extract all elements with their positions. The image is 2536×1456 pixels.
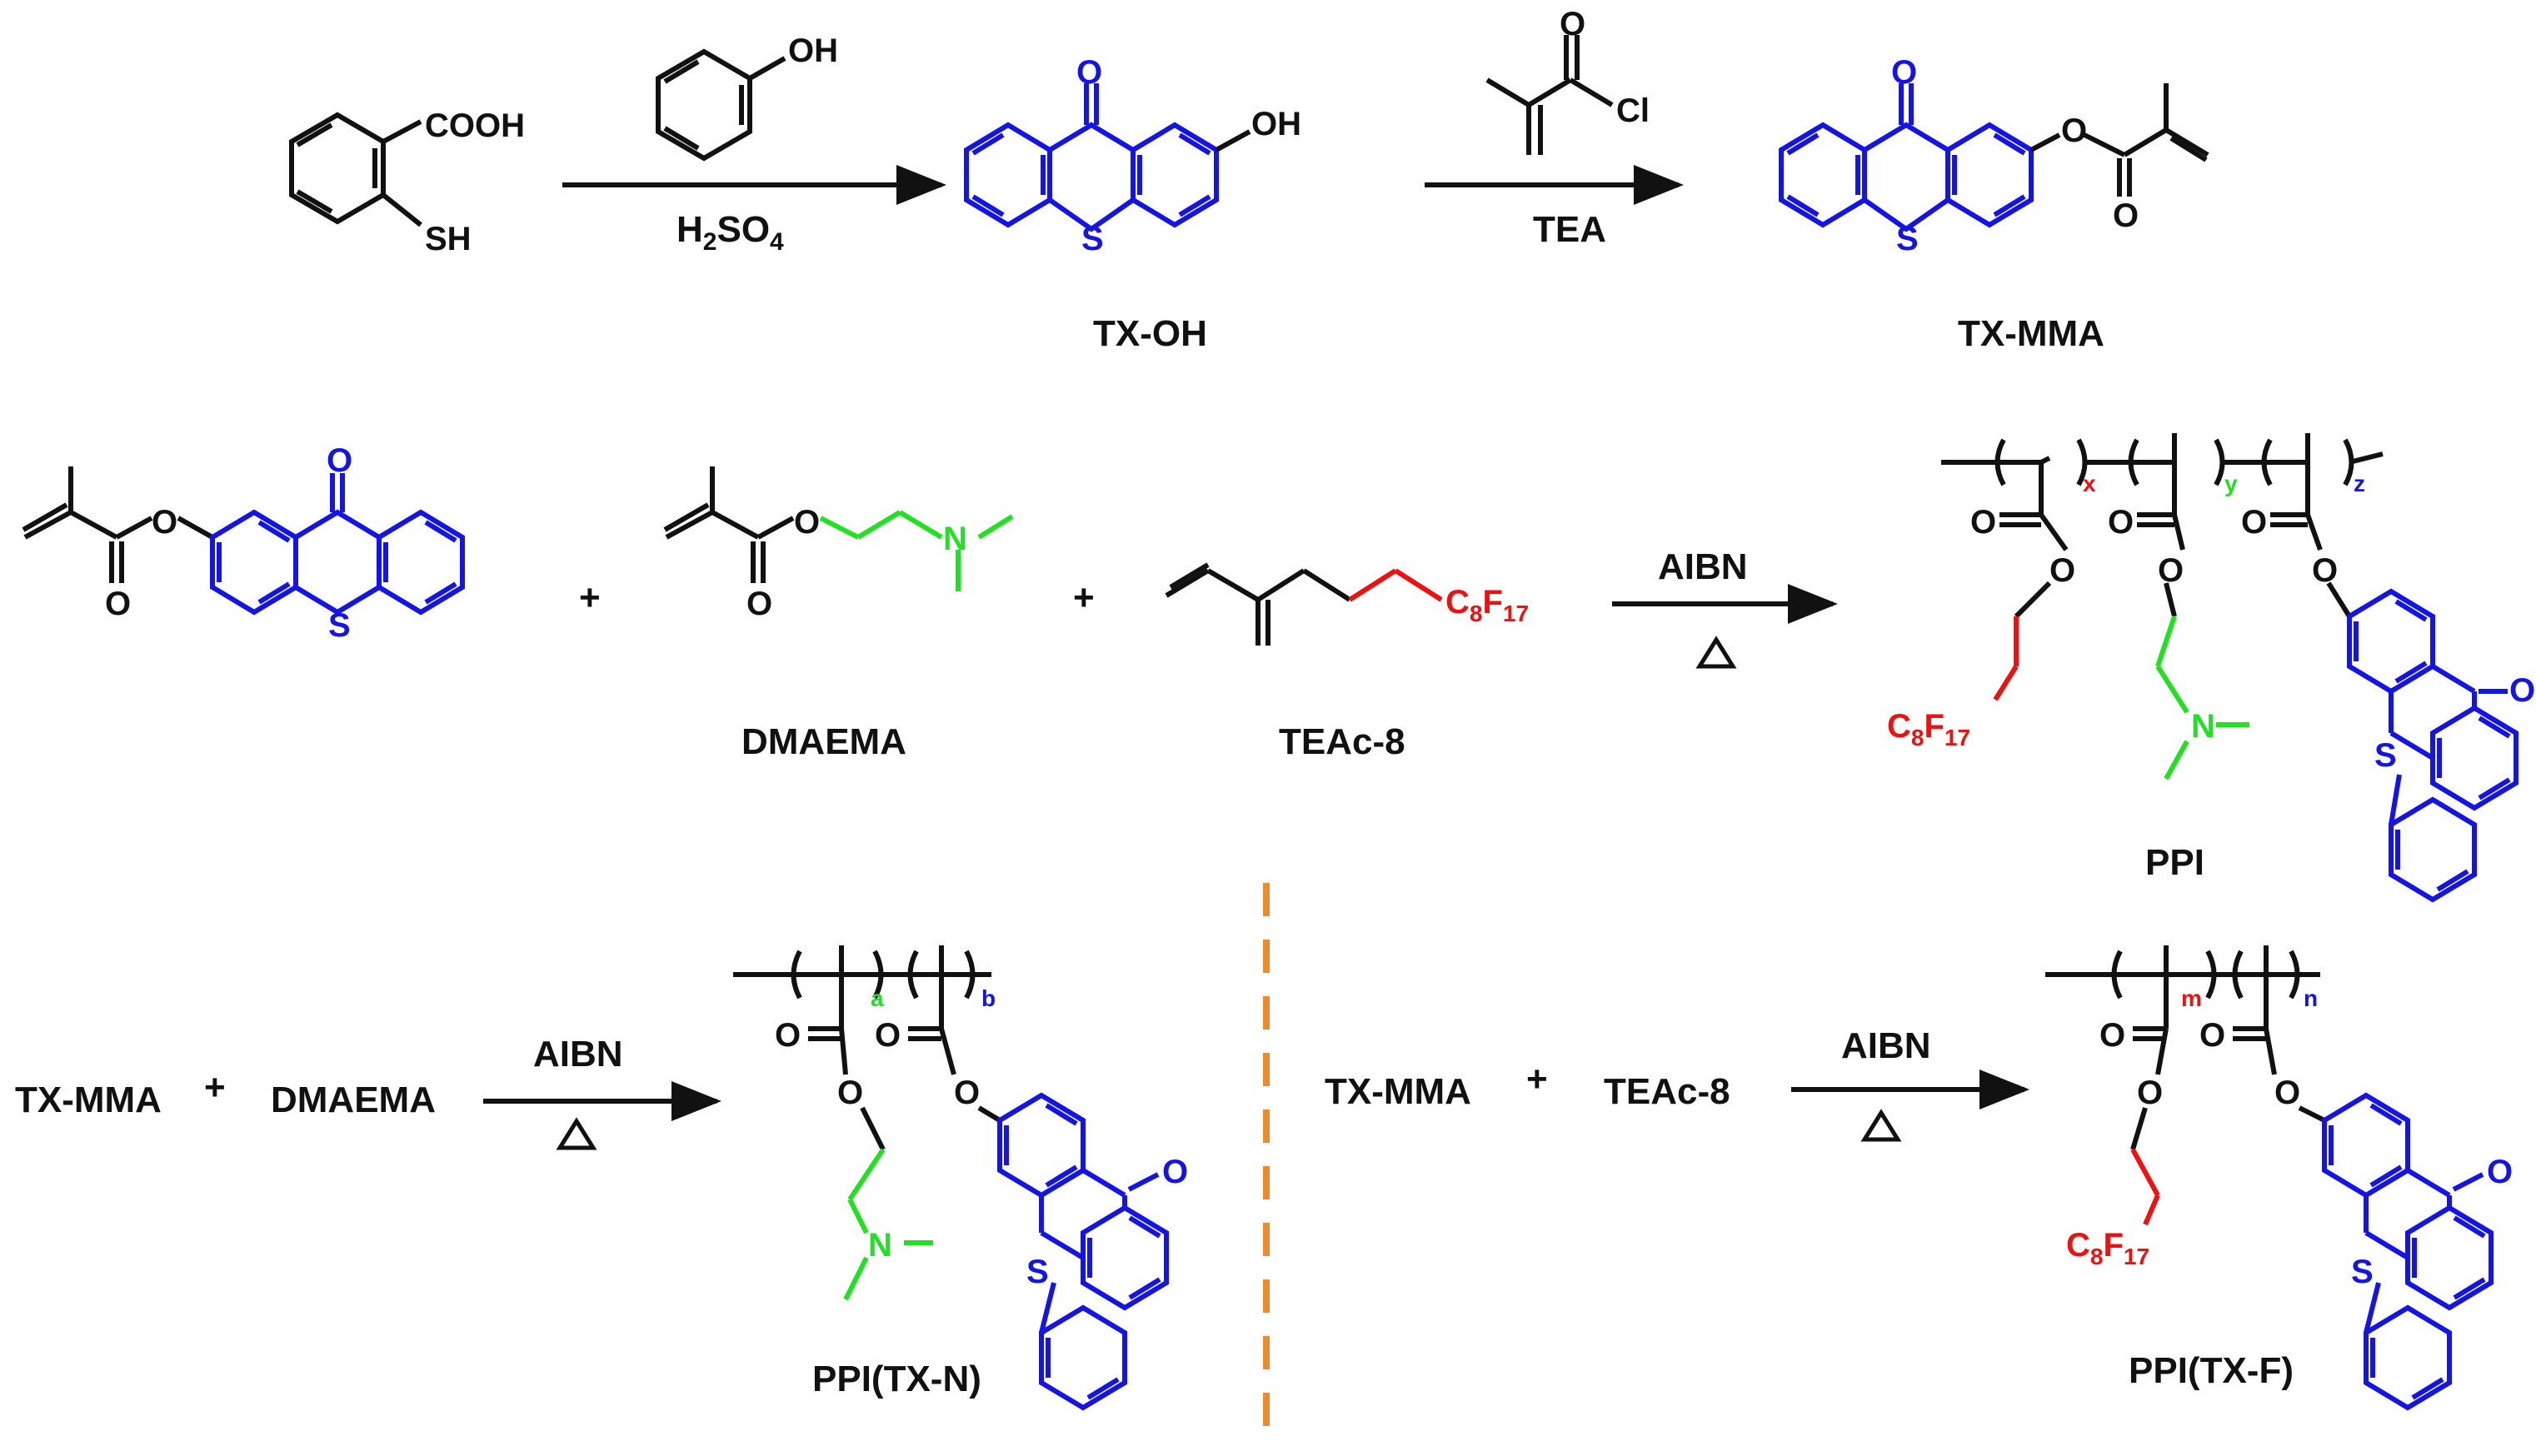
tx-f-sulfur: S: [2351, 1254, 2374, 1290]
heat-triangle-row2: [1695, 636, 1737, 669]
teac8-label: TEAc-8: [1279, 721, 1405, 762]
heat-triangle-right: [1860, 1109, 1902, 1142]
dmaema-label: DMAEMA: [741, 721, 906, 762]
tx-n-sub-a: a: [871, 985, 884, 1011]
tx-n-carbonyl-o-1: O: [775, 1017, 801, 1054]
tx-oh-structure: [964, 83, 1219, 232]
tx-f-ketone-o: O: [2487, 1154, 2513, 1190]
thiosalicylic-acid-structure: [289, 112, 422, 227]
ppi-sub-z: z: [2354, 471, 2365, 496]
tx-mma-ketone-o: O: [1891, 54, 1917, 91]
m2-carbonyl-o: O: [746, 586, 772, 622]
acyl-chloride-cl: Cl: [1616, 92, 1650, 129]
tx-f-sub-n: n: [2304, 985, 2318, 1011]
right-plus: +: [1526, 1059, 1548, 1099]
ppi-structure: [1941, 433, 2384, 619]
tx-n-ester-o-1: O: [837, 1075, 863, 1111]
ppi-carbonyl-o-3: O: [2241, 504, 2267, 541]
right-txmma: TX-MMA: [1325, 1071, 1471, 1112]
tx-n-ketone-o: O: [1162, 1154, 1188, 1190]
m1-carbonyl-o: O: [105, 586, 131, 622]
tx-n-ester-o-2: O: [954, 1075, 980, 1111]
cooh-label: COOH: [425, 107, 525, 144]
ppi-tx-n-structure: [733, 945, 1001, 1151]
ppi-fluoro-chain: C8F17: [1887, 708, 1970, 750]
tx-oh-sulfur: S: [1081, 221, 1104, 257]
tx-n-sub-b: b: [981, 985, 996, 1011]
phenol-oh-label: OH: [788, 32, 838, 69]
ppi-amine-n: N: [2191, 708, 2215, 745]
m1-ester-o: O: [152, 504, 177, 541]
aibn-label-row2: AIBN: [1658, 546, 1748, 587]
ppi-ester-o-3: O: [2312, 552, 2338, 589]
phenol-structure: [656, 48, 786, 162]
acyl-carbonyl-o: O: [1560, 6, 1585, 42]
tx-n-sulfur: S: [1026, 1254, 1049, 1290]
tx-f-ester-o-1: O: [2137, 1075, 2163, 1111]
tx-oh-label: TX-OH: [1093, 313, 1207, 354]
ppi-label: PPI: [2145, 842, 2204, 883]
m1-sulfur: S: [328, 607, 351, 644]
tx-mma-structure: [1779, 83, 2034, 232]
plus-2: +: [1073, 577, 1095, 618]
methacryloyl-chloride-structure: [1485, 35, 1614, 155]
tx-mma-carbonyl-o: O: [2113, 197, 2139, 234]
ppi-sulfur: S: [2374, 737, 2397, 774]
teac8-fluoro-chain: C8F17: [1445, 584, 1529, 626]
tx-oh-ketone-o: O: [1076, 54, 1102, 91]
sh-label: SH: [425, 221, 472, 257]
tx-f-carbonyl-o-2: O: [2199, 1017, 2225, 1054]
tx-n-carbonyl-o-2: O: [875, 1017, 901, 1054]
ppi-carbonyl-o-1: O: [1970, 504, 1996, 541]
ppi-tx-f-structure: [2045, 945, 2326, 1150]
h2so4-label: H2SO4: [676, 209, 784, 256]
ppi-sub-y: y: [2224, 471, 2238, 496]
m2-amine-n: N: [943, 521, 967, 557]
monomer-txmma-structure: [22, 466, 214, 583]
ppi-ester-o-1: O: [2049, 552, 2075, 589]
tx-mma-sulfur: S: [1896, 221, 1919, 257]
ppi-tx-f-label: PPI(TX-F): [2129, 1350, 2294, 1391]
left-dmaema: DMAEMA: [271, 1080, 436, 1120]
aibn-label-left: AIBN: [533, 1034, 623, 1075]
left-txmma: TX-MMA: [15, 1080, 162, 1120]
tx-f-fluoro-chain: C8F17: [2066, 1227, 2149, 1269]
tx-f-carbonyl-o-1: O: [2099, 1017, 2125, 1054]
tx-mma-label: TX-MMA: [1958, 313, 2104, 354]
tx-f-sub-m: m: [2181, 985, 2202, 1011]
ppi-carbonyl-o-2: O: [2108, 504, 2134, 541]
tx-oh-hydroxyl: OH: [1251, 106, 1301, 142]
left-plus: +: [204, 1067, 226, 1108]
tea-label: TEA: [1533, 209, 1606, 250]
heat-triangle-left: [556, 1117, 597, 1150]
ppi-tx-n-label: PPI(TX-N): [812, 1359, 981, 1399]
m2-ester-o: O: [794, 504, 820, 541]
right-teac8: TEAc-8: [1604, 1071, 1730, 1112]
plus-1: +: [579, 577, 601, 618]
m1-ketone-o: O: [327, 442, 352, 479]
ppi-ester-o-2: O: [2158, 552, 2184, 589]
teac8-structure: [1165, 562, 1351, 646]
tx-mma-ester-o: O: [2061, 112, 2087, 149]
ppi-sub-x: x: [2083, 471, 2096, 496]
tx-n-amine-n: N: [868, 1227, 892, 1264]
ppi-ketone-o: O: [2509, 672, 2535, 709]
dmaema-structure: [663, 466, 795, 583]
tx-f-ester-o-2: O: [2274, 1075, 2300, 1111]
aibn-label-right: AIBN: [1841, 1025, 1931, 1066]
